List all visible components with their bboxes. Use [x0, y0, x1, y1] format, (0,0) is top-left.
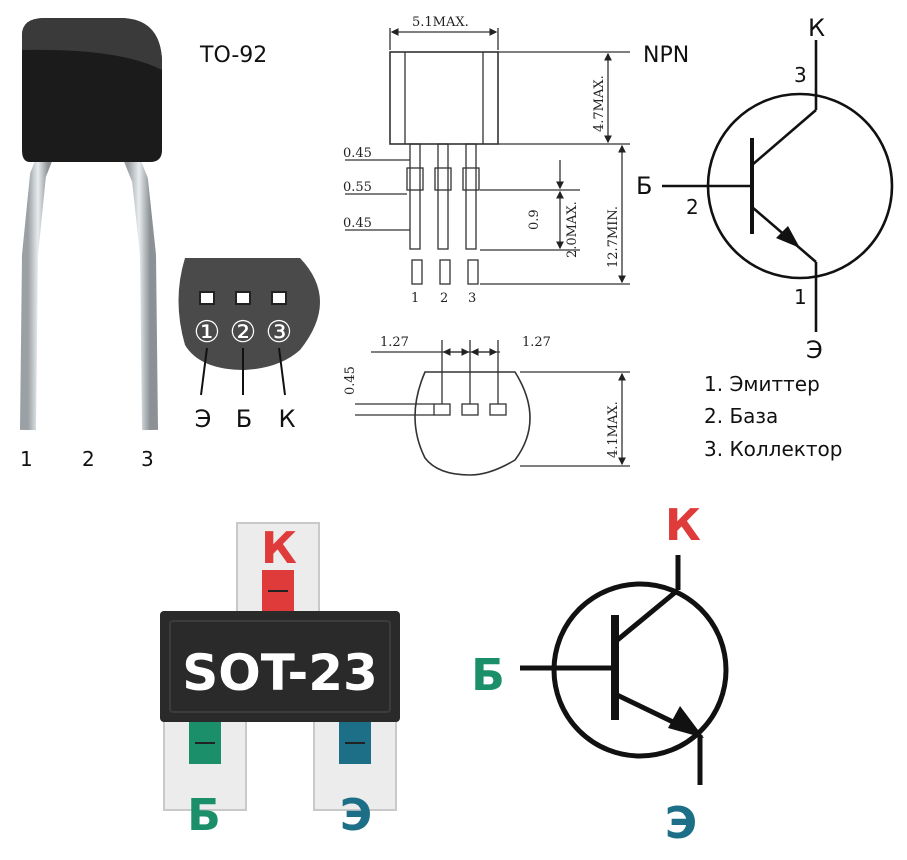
npn-small-labels: К 3 Б 2 1 Э [636, 14, 825, 364]
to92-title: TO-92 [199, 43, 267, 68]
dimension-drawing-bottom [355, 340, 630, 476]
sot23-letters: К Б Э [187, 523, 372, 841]
to92-letter-collector: К [278, 405, 295, 433]
dim-lead-len-min: 12.7MIN. [606, 206, 621, 268]
npn-large-collector-letter: К [665, 500, 701, 551]
dimension-labels-side: 5.1MAX. 4.7MAX. 12.7MIN. 0.45 0.55 0.45 … [343, 15, 621, 306]
npn-large-emitter-arrow [668, 706, 704, 738]
npn-title: NPN [643, 43, 689, 68]
dim-top-len: 2.0MAX. [565, 201, 580, 258]
legend-item-3: 3. Коллектор [704, 437, 842, 461]
dim-lead-w1: 0.45 [343, 146, 372, 161]
dim-leads [406, 143, 480, 285]
to92-bottom-pad-1 [199, 291, 215, 305]
to92-circled-3: ③ [266, 315, 293, 350]
sot23-body-bevel [169, 620, 391, 713]
dim-lead-w2: 0.55 [343, 180, 372, 195]
sot23-package: SOT-23 [160, 522, 400, 811]
to92-lead-3 [120, 147, 158, 431]
to92-photo [20, 18, 162, 431]
npn-large-base-letter: Б [471, 650, 505, 701]
to92-circled-2: ② [230, 315, 257, 350]
npn-small-collector-pin: 3 [794, 63, 807, 87]
sot23-body [160, 611, 400, 722]
to92-letter-base: Б [236, 405, 252, 433]
npn-small-emitter-arrow [776, 226, 800, 248]
dim-pin-number-2: 2 [440, 291, 448, 306]
npn-small-collector-letter: К [808, 14, 825, 42]
dimension-drawing-side [345, 28, 630, 285]
to92-lead-1 [20, 147, 56, 431]
to92-pin-number-1: 1 [20, 447, 33, 471]
npn-symbol-small [662, 40, 894, 332]
npn-small-collector-line [751, 109, 817, 166]
to92-lead-line-3 [278, 347, 286, 396]
dim-body-outline [389, 51, 499, 145]
dim-pitch-left: 1.27 [380, 335, 409, 350]
to92-body-highlight [22, 18, 162, 70]
to92-bottom-body [178, 258, 320, 370]
dim-bottom-depth: 4.1MAX. [606, 401, 621, 458]
npn-small-base-pin: 2 [686, 195, 699, 219]
pin-legend: 1. Эмиттер 2. База 3. Коллектор [704, 372, 842, 461]
to92-circled-1: ① [194, 315, 221, 350]
to92-bottom-pad-3 [271, 291, 287, 305]
to92-pin-numbers: 1 2 3 [20, 447, 154, 471]
npn-large-emitter-letter: Э [665, 798, 697, 849]
dim-width-max: 5.1MAX. [412, 15, 469, 30]
dim-pin-number-1: 1 [411, 291, 419, 306]
to92-pin-number-3: 3 [141, 447, 154, 471]
dim-height-max: 4.7MAX. [592, 75, 607, 132]
to92-lead-line-1 [200, 347, 208, 396]
dim-offset: 0.9 [527, 209, 542, 230]
sot23-base-letter: Б [187, 790, 221, 841]
npn-large-collector-line [613, 588, 680, 644]
to92-letter-emitter: Э [195, 405, 212, 433]
npn-symbol-large [520, 555, 729, 785]
legend-item-2: 2. База [704, 404, 778, 428]
dim-bottom-thickness: 0.45 [343, 366, 358, 395]
sot23-emitter-letter: Э [340, 790, 372, 841]
legend-item-1: 1. Эмиттер [704, 372, 820, 396]
to92-bottom-pad-2 [235, 291, 251, 305]
dim-pin-number-3: 3 [468, 291, 476, 306]
npn-small-emitter-pin: 1 [794, 285, 807, 309]
dimension-labels-bottom: 1.27 1.27 0.45 4.1MAX. [343, 335, 621, 458]
npn-small-emitter-letter: Э [806, 336, 823, 364]
to92-bottom-view: ① ② ③ Э Б К [178, 258, 320, 433]
dim-lead-w3: 0.45 [343, 216, 372, 231]
npn-small-base-letter: Б [636, 172, 652, 200]
dim-pitch-right: 1.27 [522, 335, 551, 350]
npn-large-letters: К Б Э [471, 500, 701, 849]
to92-pin-number-2: 2 [82, 447, 95, 471]
sot23-collector-letter: К [261, 523, 297, 574]
sot23-label: SOT-23 [182, 644, 378, 702]
